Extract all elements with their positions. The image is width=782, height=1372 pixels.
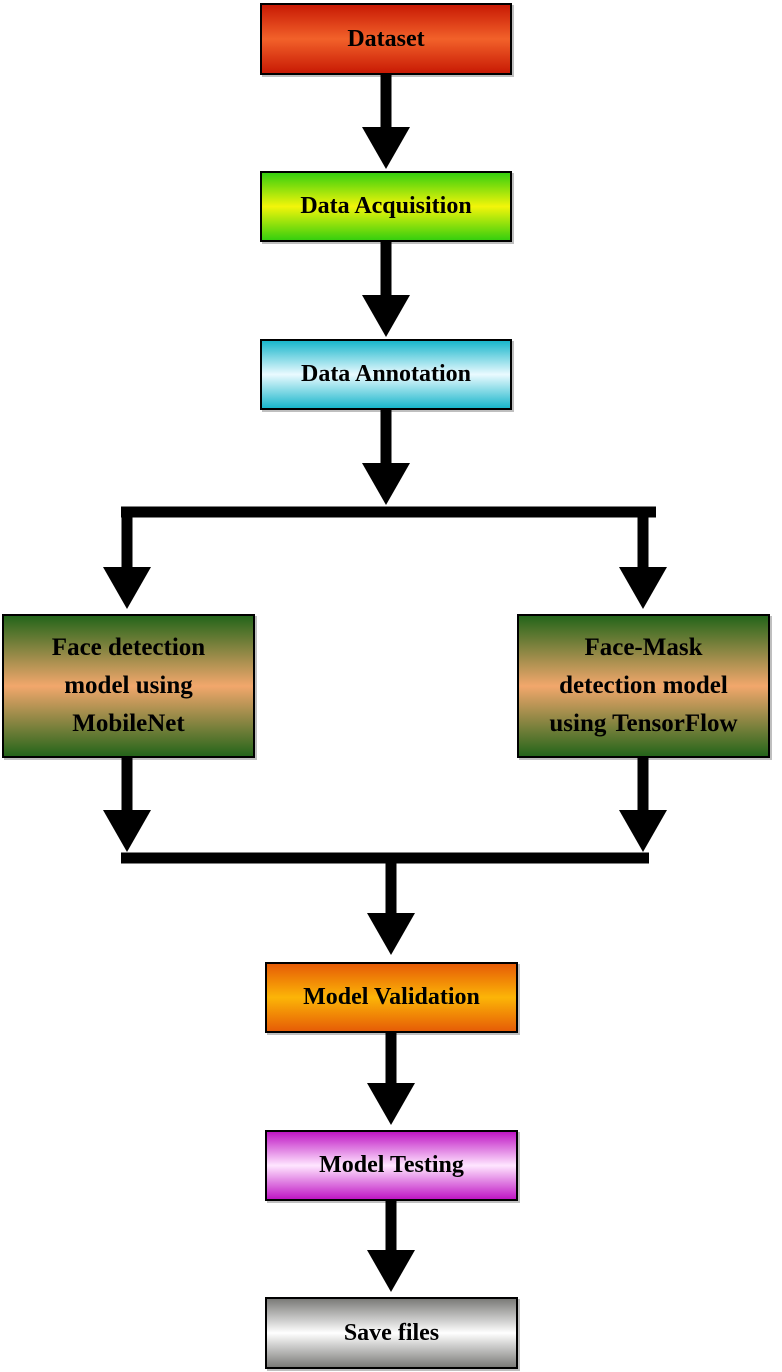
- arrowhead-dataset-acquisition: [362, 127, 410, 169]
- arrow-shaft-face-detection-merge: [121, 758, 133, 823]
- face-detection-line-1: Face detection: [51, 634, 206, 661]
- face-detection-line-2: model using: [64, 672, 193, 699]
- model-testing-node: Model Testing: [265, 1130, 518, 1201]
- arrow-shaft-testing-save: [385, 1201, 397, 1263]
- arrowhead-annotation-split: [362, 463, 410, 505]
- data-acquisition-label: Data Acquisition: [300, 193, 472, 219]
- data-annotation-label: Data Annotation: [300, 361, 472, 387]
- arrow-shaft-mask-detection-merge: [637, 758, 649, 823]
- arrowhead-validation-testing: [367, 1083, 415, 1125]
- arrow-shaft-split-mask-detection: [637, 507, 649, 580]
- split-bar: [121, 506, 656, 518]
- merge-bar: [121, 852, 649, 864]
- face-detection-node: Face detection model using MobileNet: [2, 614, 255, 758]
- arrow-shaft-split-face-detection: [121, 507, 133, 580]
- face-mask-detection-line-2: detection model: [559, 672, 728, 699]
- save-files-node: Save files: [265, 1297, 518, 1369]
- arrowhead-testing-save: [367, 1250, 415, 1292]
- arrow-shaft-annotation-split: [380, 410, 392, 476]
- face-mask-detection-line-3: using TensorFlow: [549, 710, 738, 737]
- model-validation-node: Model Validation: [265, 962, 518, 1033]
- arrow-shaft-merge-validation: [385, 853, 397, 926]
- face-mask-detection-node: Face-Mask detection model using TensorFl…: [517, 614, 770, 758]
- face-detection-line-3: MobileNet: [72, 710, 185, 737]
- arrow-shaft-dataset-acquisition: [380, 75, 392, 140]
- dataset-node: Dataset: [260, 3, 512, 75]
- arrowhead-mask-detection-merge: [619, 810, 667, 852]
- arrow-shaft-acquisition-annotation: [380, 242, 392, 308]
- arrowhead-split-mask-detection: [619, 567, 667, 609]
- face-mask-detection-line-1: Face-Mask: [584, 634, 703, 661]
- arrow-shaft-validation-testing: [385, 1033, 397, 1096]
- save-files-label: Save files: [343, 1319, 440, 1346]
- arrowhead-acquisition-annotation: [362, 295, 410, 337]
- data-acquisition-node: Data Acquisition: [260, 171, 512, 242]
- arrowhead-split-face-detection: [103, 567, 151, 609]
- arrowhead-face-detection-merge: [103, 810, 151, 852]
- dataset-label: Dataset: [347, 25, 425, 52]
- model-validation-label: Model Validation: [303, 984, 480, 1010]
- model-testing-label: Model Testing: [319, 1152, 464, 1178]
- arrowhead-merge-validation: [367, 913, 415, 955]
- data-annotation-node: Data Annotation: [260, 339, 512, 410]
